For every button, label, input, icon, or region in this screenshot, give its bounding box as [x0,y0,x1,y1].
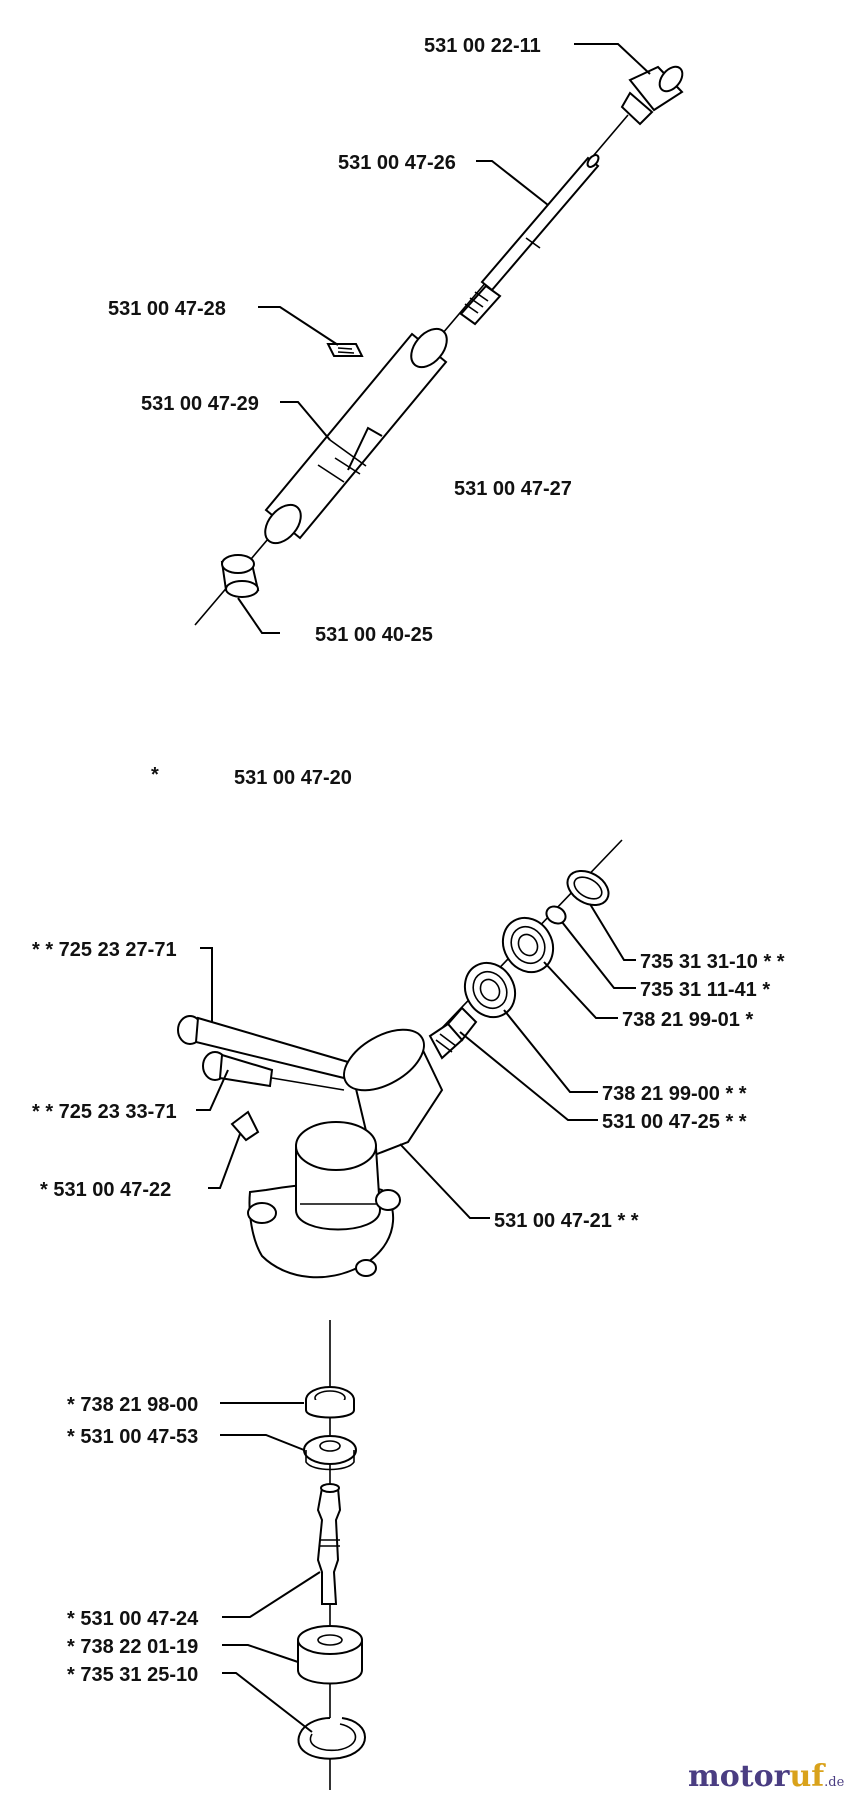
bearing-bottom-part [297,1625,363,1685]
gear-wheel-part [303,1435,357,1471]
label-bearing-top: * 738 21 98-00 [67,1394,198,1416]
retaining-ring-part [545,905,567,925]
pinion-part [428,1006,478,1060]
circlip-part [566,869,610,907]
label-pinion: 531 00 47-25 * * [602,1111,747,1133]
gear-head-assembly: 735 31 31-10 * * 735 31 11-41 * 738 21 9… [32,839,785,1279]
watermark-part2: uf [789,1759,826,1794]
label-tube-decal: 531 00 47-29 [141,393,259,415]
leader-gear-wheel [220,1434,305,1451]
label-socket: 531 00 22-11 [424,35,541,57]
label-retaining-ring: 735 31 11-41 * [640,979,770,1001]
label-drive-shaft: 531 00 47-26 [338,152,456,174]
watermark-part1: motor [688,1759,791,1794]
bearing-outer-part [501,916,555,974]
label-snap-ring: * 735 31 25-10 [67,1664,198,1686]
leader-pinion [459,1031,598,1121]
leader-bearing-bottom [222,1644,299,1663]
leader-output-shaft [222,1571,321,1618]
leader-socket [574,43,651,75]
bearing-inner-part [463,961,517,1019]
label-housing: 531 00 47-21 * * [494,1210,639,1232]
leader-decal [258,306,339,346]
label-screw-short: * * 725 23 33-71 [32,1101,177,1123]
leader-pin [208,1133,241,1189]
leader-bushing [237,597,280,634]
pin-part [230,1110,260,1142]
tube-part [264,327,448,545]
socket-part [620,65,684,126]
leader-retaining-ring [561,921,636,989]
motoruf-watermark: motoruf.de [688,1759,845,1794]
label-bearing-outer: 738 21 99-01 * [622,1009,753,1031]
decal-part [326,343,364,357]
watermark-text: motoruf.de [688,1759,845,1794]
screw-short-part [202,1051,345,1091]
drive-shaft-part [459,154,600,326]
watermark-suffix: .de [824,1775,844,1790]
snap-ring-part [297,1717,366,1760]
top-assembly: 531 00 22-11 531 00 47-26 531 00 47-28 5… [108,35,684,646]
label-screw-long: * * 725 23 27-71 [32,939,177,961]
label-decal: 531 00 47-28 [108,298,226,320]
leader-snap-ring [222,1672,313,1733]
leader-housing [399,1143,490,1219]
bearing-top-part [305,1386,355,1419]
lower-shaft-assembly: * 738 21 98-00 * 531 00 47-53 * 531 00 4… [67,1320,366,1790]
leader-tube-decal [280,401,331,441]
output-shaft-part [316,1483,342,1605]
bushing-part [220,554,260,598]
kit-asterisk: * [151,764,159,786]
screw-long-part [177,1015,350,1080]
label-bushing: 531 00 40-25 [315,624,433,646]
leader-drive-shaft [476,160,549,206]
label-gear-head-kit: 531 00 47-20 [234,767,352,789]
label-gear-wheel: * 531 00 47-53 [67,1426,198,1448]
leader-circlip [589,903,636,961]
label-circlip: 735 31 31-10 * * [640,951,785,973]
leader-bearing-outer [543,961,618,1019]
leader-screw-short [196,1069,229,1111]
leader-tube [347,426,383,471]
gear-head-kit: * 531 00 47-20 [151,764,352,789]
label-output-shaft: * 531 00 47-24 [67,1608,199,1630]
leader-screw-long [200,947,213,1022]
label-tube: 531 00 47-27 [454,478,572,500]
leader-bearing-inner [503,1009,598,1093]
label-pin: * 531 00 47-22 [40,1179,171,1201]
label-bearing-bottom: * 738 22 01-19 [67,1636,198,1658]
label-bearing-inner: 738 21 99-00 * * [602,1083,747,1105]
housing-part [247,1028,444,1279]
